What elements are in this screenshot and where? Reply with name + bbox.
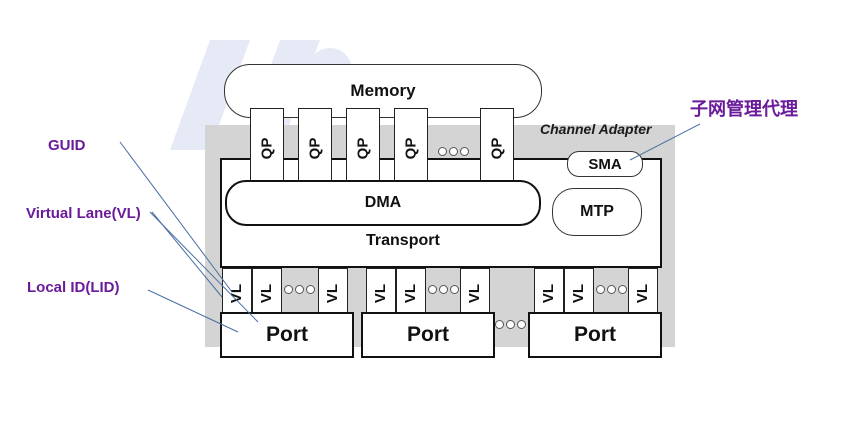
guid-arrow — [119, 141, 233, 293]
vl-block: VL — [222, 268, 252, 318]
qp-block: QP — [298, 108, 332, 188]
vl-arrow-b — [149, 211, 259, 323]
guid-annotation: GUID — [48, 137, 86, 154]
vl-block: VL — [252, 268, 282, 318]
transport-label: Transport — [366, 232, 440, 249]
port-label: Port — [574, 323, 616, 346]
port-block: Port — [361, 312, 495, 358]
subnet-management-agent-annotation: 子网管理代理 — [690, 99, 798, 119]
sma-block: SMA — [567, 151, 643, 177]
vl-block: VL — [534, 268, 564, 318]
sma-label: SMA — [588, 155, 622, 173]
vl-block: VL — [318, 268, 348, 318]
ellipsis-dots — [495, 320, 526, 329]
dma-block: DMA — [225, 180, 541, 226]
qp-block: QP — [346, 108, 380, 188]
ellipsis-dots — [428, 285, 459, 294]
sma-arrow — [629, 123, 701, 161]
memory-label: Memory — [350, 81, 416, 100]
local-id-annotation: Local ID(LID) — [27, 279, 120, 296]
ellipsis-dots — [284, 285, 315, 294]
channel-adapter-label: Channel Adapter — [540, 121, 652, 137]
vl-block: VL — [396, 268, 426, 318]
mtp-block: MTP — [552, 188, 642, 236]
vl-block: VL — [366, 268, 396, 318]
qp-block: QP — [480, 108, 514, 188]
port-block: Port — [528, 312, 662, 358]
mtp-label: MTP — [580, 203, 614, 220]
port-block: Port — [220, 312, 354, 358]
lid-arrow — [147, 289, 239, 333]
port-label: Port — [266, 323, 308, 346]
qp-block: QP — [250, 108, 284, 188]
vl-block: VL — [564, 268, 594, 318]
port-label: Port — [407, 323, 449, 346]
qp-block: QP — [394, 108, 428, 188]
ellipsis-dots — [596, 285, 627, 294]
dma-label: DMA — [364, 194, 402, 211]
ellipsis-dots — [438, 147, 469, 156]
virtual-lane-annotation: Virtual Lane(VL) — [26, 205, 141, 222]
